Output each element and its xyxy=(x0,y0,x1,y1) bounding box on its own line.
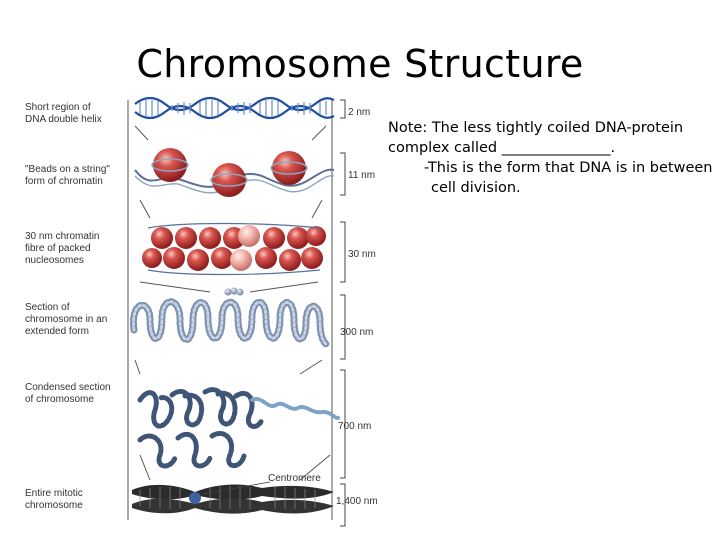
beads-on-a-string xyxy=(134,148,335,197)
slide-title: Chromosome Structure xyxy=(136,42,584,86)
label-mitotic-chromosome: Entire mitotic chromosome xyxy=(25,488,86,511)
condensed-chromosome-section xyxy=(137,387,340,469)
scale-2nm: 2 nm xyxy=(348,107,370,118)
scale-bars xyxy=(340,99,346,527)
label-30nm-fibre: 30 nm chromatin fibre of packed nucleoso… xyxy=(25,231,102,266)
scale-30nm: 30 nm xyxy=(348,249,376,260)
scale-bar-700nm xyxy=(340,369,346,479)
scale-bar-2nm xyxy=(340,99,346,119)
mitotic-chromosome: Centromere xyxy=(132,473,334,514)
note-line-3: -This is the form that DNA is in between xyxy=(424,160,713,176)
scale-bar-11nm xyxy=(340,152,346,196)
scale-bar-30nm xyxy=(340,221,346,283)
centromere-marker xyxy=(189,492,201,504)
scale-bar-300nm xyxy=(340,294,346,360)
centromere-label: Centromere xyxy=(268,473,321,484)
scale-300nm: 300 nm xyxy=(340,327,373,338)
dna-double-helix xyxy=(134,96,335,120)
label-beads-on-string: "Beads on a string" form of chromatin xyxy=(25,164,113,187)
scale-11nm: 11 nm xyxy=(348,170,375,181)
extended-chromosome-section xyxy=(130,287,332,349)
scale-700nm: 700 nm xyxy=(338,421,371,432)
scale-1400nm: 1,400 nm xyxy=(336,496,378,507)
note-text-block: Note: The less tightly coiled DNA-protei… xyxy=(388,118,718,198)
label-dna-helix: Short region of DNA double helix xyxy=(25,102,102,125)
guide-lines xyxy=(127,100,333,520)
label-condensed-section: Condensed section of chromosome xyxy=(25,382,113,405)
note-line-1: Note: The less tightly coiled DNA-protei… xyxy=(388,120,684,136)
scale-bar-1400nm xyxy=(340,483,346,527)
note-line-2: complex called _______________. xyxy=(388,140,616,156)
chromatin-fibre-30nm xyxy=(142,222,326,276)
level-labels: Short region of DNA double helix "Beads … xyxy=(25,102,113,511)
note-line-4: cell division. xyxy=(431,180,521,196)
scale-labels: 2 nm 11 nm 30 nm 300 nm 700 nm 1,400 nm xyxy=(336,107,378,507)
label-extended-section: Section of chromosome in an extended for… xyxy=(25,302,110,337)
